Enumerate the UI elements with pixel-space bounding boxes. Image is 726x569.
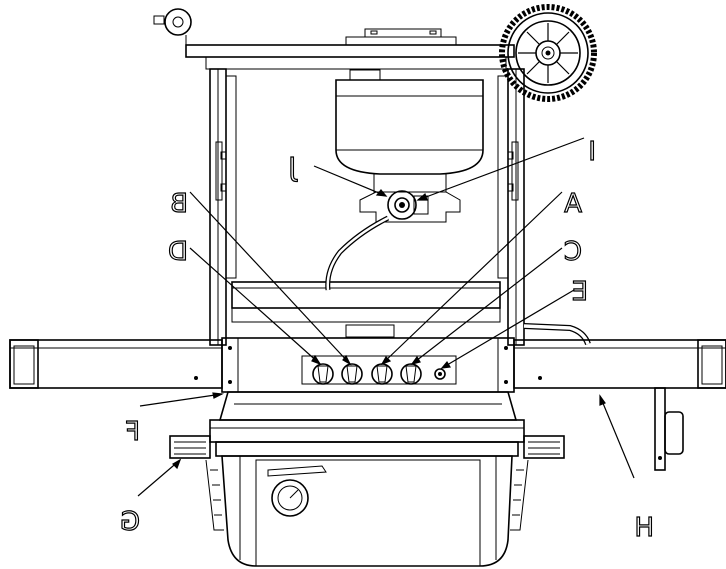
callout-f: F (125, 417, 140, 447)
grill-body (169, 391, 565, 567)
control-panel (221, 337, 515, 393)
callout-b: B (170, 189, 188, 219)
wheel-icon (499, 4, 597, 102)
side-shelves (9, 339, 726, 471)
gauge-icon (153, 8, 192, 45)
callout-g: G (120, 507, 140, 537)
callout-d: D (168, 237, 188, 267)
callout-h: H (634, 513, 654, 543)
top-shelf (185, 28, 515, 70)
callout-i: I (588, 137, 596, 167)
leader-lines (137, 137, 635, 497)
callout-labels: J I B D A C E F G H (119, 136, 654, 543)
propane-tank (325, 69, 484, 291)
callout-a: A (564, 189, 582, 219)
callout-j: J (288, 153, 298, 183)
callout-c: C (564, 237, 582, 267)
callout-e: E (572, 277, 588, 307)
cart-frame (209, 68, 525, 346)
